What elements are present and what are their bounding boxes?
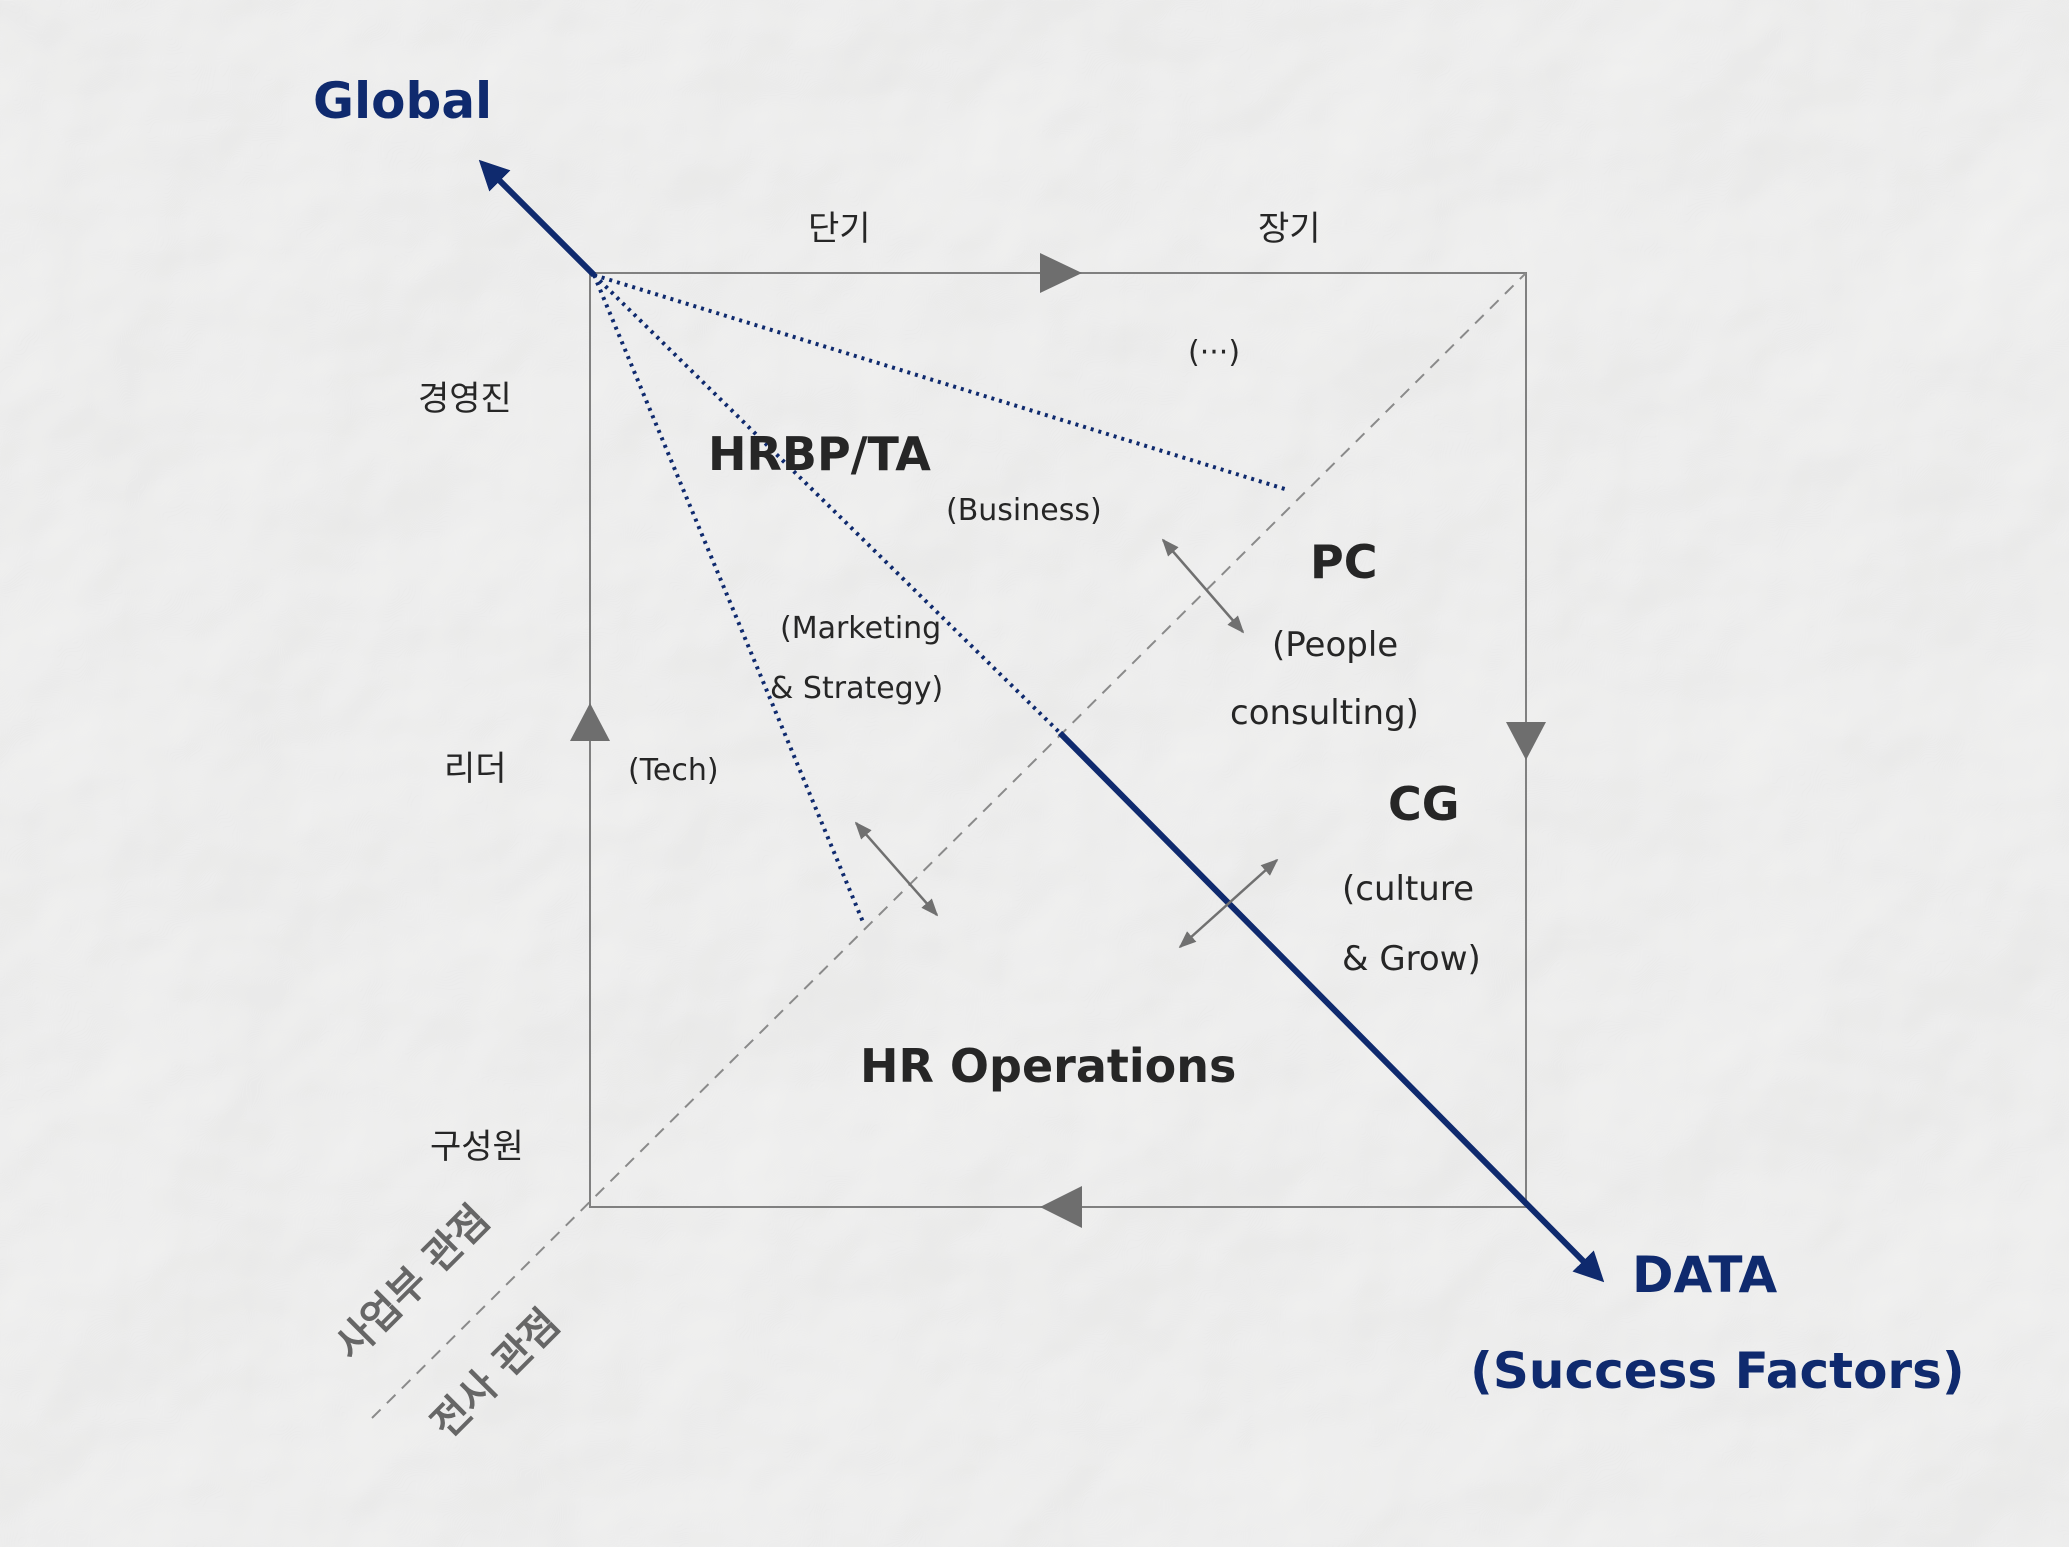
- pc-label-line1: (People: [1272, 625, 1398, 665]
- perspective-divider-line: [371, 272, 1527, 1419]
- dotted-line-upper: [593, 273, 1289, 492]
- marketing-label-line1: (Marketing: [780, 611, 941, 646]
- global-label: Global: [313, 72, 492, 130]
- data-axis-arrow: [1057, 730, 1605, 1283]
- business-label: (Business): [946, 493, 1102, 528]
- data-sublabel: (Success Factors): [1470, 1342, 1965, 1400]
- exchange-arrow-tech: [854, 821, 939, 917]
- members-label: 구성원: [430, 1127, 524, 1167]
- cg-title: CG: [1388, 777, 1460, 831]
- executives-label: 경영진: [418, 379, 512, 419]
- hrbp-ta-title: HRBP/TA: [708, 427, 931, 481]
- data-label: DATA: [1632, 1246, 1778, 1304]
- short-term-label: 단기: [808, 209, 871, 249]
- long-term-label: 장기: [1258, 209, 1321, 249]
- pc-title: PC: [1310, 535, 1377, 589]
- tech-label: (Tech): [628, 753, 719, 788]
- ellipsis-label: (···): [1188, 335, 1240, 370]
- pc-label-line2: consulting): [1230, 693, 1419, 733]
- dotted-line-middle: [592, 273, 1062, 735]
- flow-arrow-right-icon: [1040, 253, 1082, 293]
- hr-operations-title: HR Operations: [860, 1039, 1236, 1093]
- marketing-label-line2: & Strategy): [770, 671, 943, 706]
- flow-arrow-up-icon: [570, 703, 610, 741]
- cg-label-line1: (culture: [1342, 869, 1474, 909]
- exchange-arrow-cg: [1178, 858, 1279, 949]
- leader-label: 리더: [444, 749, 507, 789]
- flow-arrow-left-icon: [1040, 1186, 1082, 1228]
- flow-arrow-down-icon: [1506, 722, 1546, 760]
- global-axis-arrow: [478, 159, 597, 278]
- exchange-arrow-pc: [1161, 538, 1245, 634]
- cg-label-line2: & Grow): [1342, 939, 1481, 979]
